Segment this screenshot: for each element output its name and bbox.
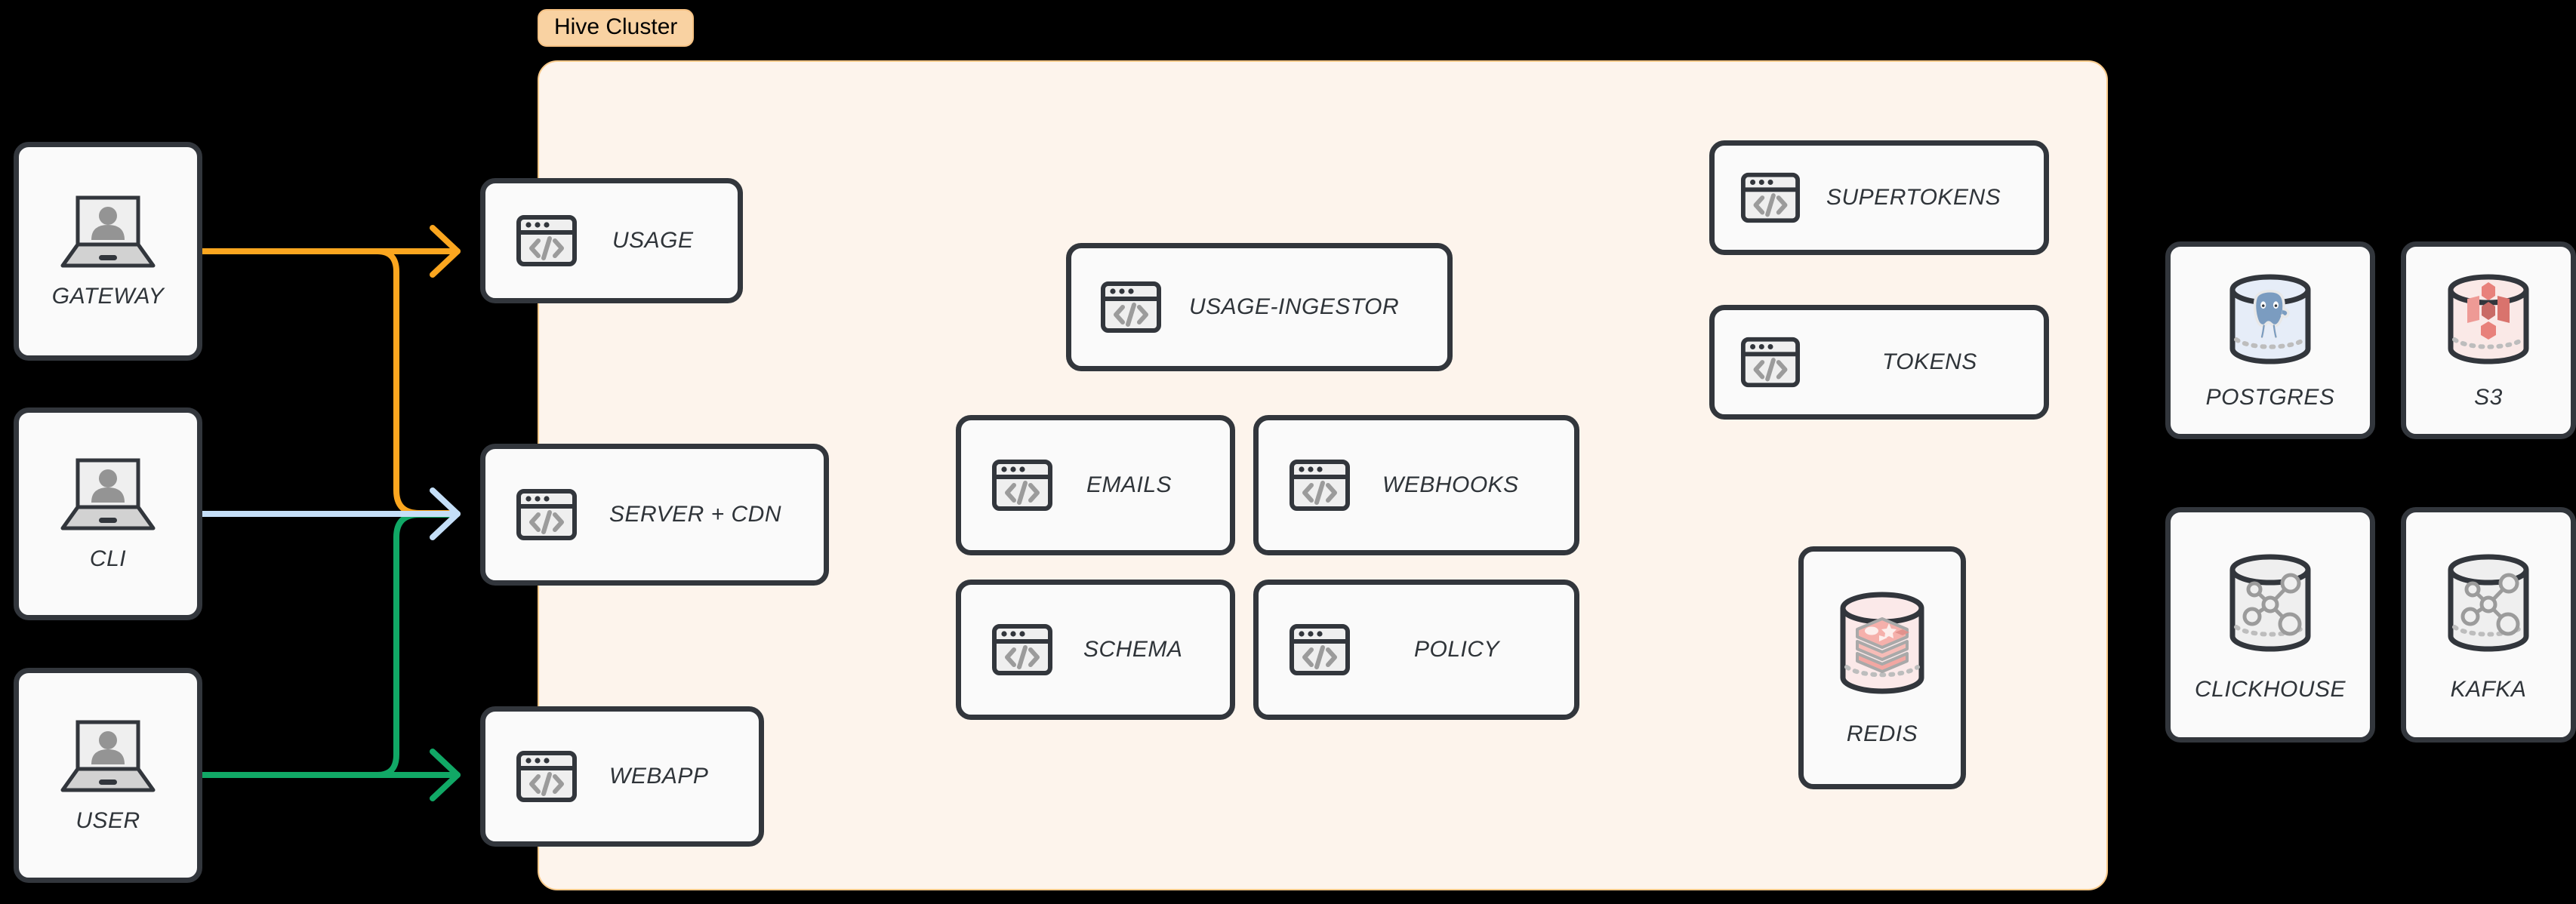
actor-card-user[interactable]: USER: [14, 668, 202, 883]
code-window-icon: [516, 751, 577, 802]
service-label: SUPERTOKENS: [1826, 185, 2001, 210]
graph-cylinder-icon: [2229, 554, 2311, 652]
service-label: WEBAPP: [609, 764, 709, 789]
service-card-webapp[interactable]: WEBAPP: [480, 706, 764, 847]
store-label: POSTGRES: [2205, 385, 2335, 410]
service-card-usage[interactable]: USAGE: [480, 178, 743, 303]
code-window-icon: [516, 215, 577, 266]
store-label: CLICKHOUSE: [2194, 677, 2346, 702]
actor-label: USER: [75, 807, 140, 833]
service-card-server-cdn[interactable]: SERVER + CDN: [480, 444, 829, 586]
actor-card-cli[interactable]: CLI: [14, 407, 202, 620]
service-label: SCHEMA: [1083, 637, 1183, 662]
service-card-tokens[interactable]: TOKENS: [1709, 305, 2049, 420]
service-label: POLICY: [1414, 637, 1500, 662]
actor-label: CLI: [89, 546, 127, 571]
arrowhead-server-cdn: [430, 487, 461, 540]
actor-label: GATEWAY: [51, 284, 165, 309]
service-label: EMAILS: [1086, 472, 1172, 497]
actor-card-gateway[interactable]: GATEWAY: [14, 142, 202, 361]
arrowhead-webapp: [430, 749, 461, 801]
code-window-icon: [992, 460, 1052, 511]
service-card-usage-ingestor[interactable]: USAGE-INGESTOR: [1066, 243, 1453, 371]
service-label: WEBHOOKS: [1382, 472, 1519, 497]
code-window-icon: [1290, 460, 1350, 511]
postgres-cylinder-icon: [2229, 274, 2311, 364]
service-card-emails[interactable]: EMAILS: [956, 415, 1235, 555]
code-window-icon: [992, 624, 1052, 675]
service-label: TOKENS: [1882, 349, 1977, 374]
wire-user-server-cdn: [199, 512, 456, 778]
service-label: SERVER + CDN: [609, 502, 782, 527]
arrowhead-usage: [430, 225, 461, 278]
service-card-supertokens[interactable]: SUPERTOKENS: [1709, 140, 2049, 255]
laptop-user-icon: [60, 720, 156, 792]
code-window-icon: [516, 489, 577, 540]
graph-cylinder-icon: [2448, 554, 2529, 652]
store-card-postgres[interactable]: POSTGRES: [2165, 241, 2375, 439]
store-label: REDIS: [1846, 721, 1918, 746]
hive-cluster-badge: Hive Cluster: [538, 9, 695, 47]
store-label: S3: [2474, 385, 2503, 410]
wire-gateway-server-cdn: [199, 248, 456, 516]
service-card-policy[interactable]: POLICY: [1253, 580, 1579, 720]
store-label: KAFKA: [2450, 677, 2527, 702]
service-card-schema[interactable]: SCHEMA: [956, 580, 1235, 720]
code-window-icon: [1740, 337, 1801, 388]
store-card-clickhouse[interactable]: CLICKHOUSE: [2165, 507, 2375, 743]
store-card-s3[interactable]: S3: [2401, 241, 2576, 439]
store-card-redis[interactable]: REDIS: [1798, 546, 1966, 789]
laptop-user-icon: [60, 195, 156, 268]
code-window-icon: [1740, 172, 1801, 223]
code-window-icon: [1290, 624, 1350, 675]
store-card-kafka[interactable]: KAFKA: [2401, 507, 2576, 743]
s3-cylinder-icon: [2448, 274, 2529, 364]
laptop-user-icon: [60, 458, 156, 530]
redis-cylinder-icon: [1840, 592, 1924, 694]
service-label: USAGE-INGESTOR: [1189, 294, 1400, 319]
code-window-icon: [1101, 281, 1161, 333]
service-card-webhooks[interactable]: WEBHOOKS: [1253, 415, 1579, 555]
service-label: USAGE: [612, 228, 694, 253]
